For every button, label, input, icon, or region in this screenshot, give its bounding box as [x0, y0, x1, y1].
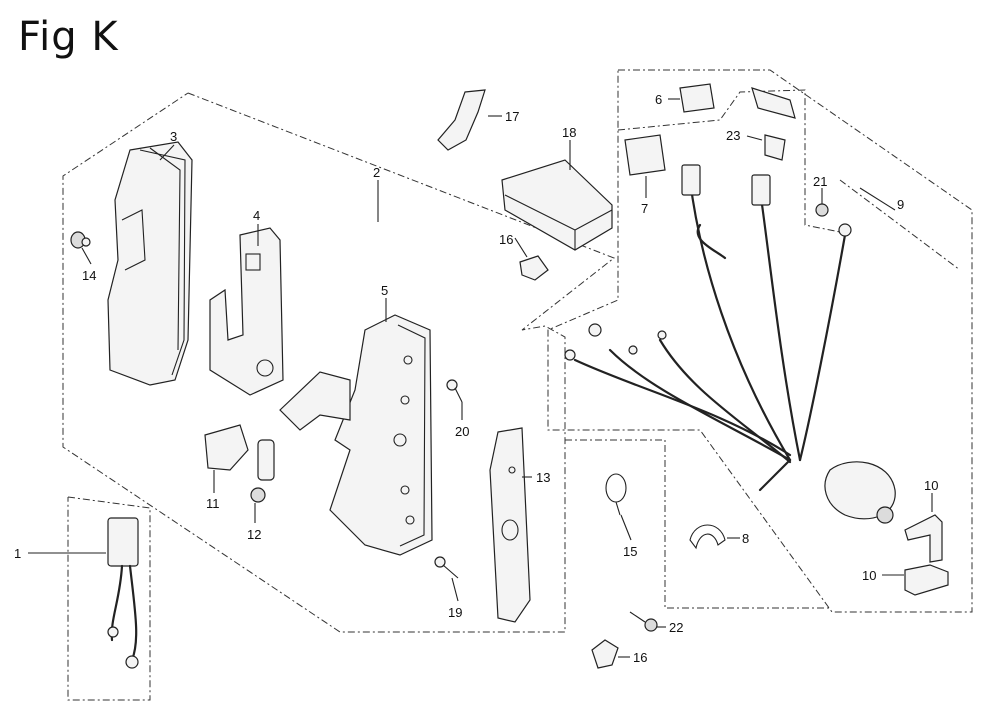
part-15-band — [605, 473, 627, 516]
part-6-relay — [679, 83, 715, 113]
part-21-nut — [815, 203, 829, 217]
callout-3: 3 — [170, 129, 177, 144]
callout-10a: 10 — [924, 478, 938, 493]
part-5-control-box — [279, 314, 433, 556]
part-10-keys — [904, 514, 949, 596]
part-12-connector — [250, 439, 275, 503]
part-19-screw — [434, 556, 459, 579]
part-16-clamp-lower — [591, 639, 619, 669]
outline-switch-group — [565, 439, 830, 609]
part-3-cover — [107, 141, 193, 386]
outline-relay-group — [617, 89, 841, 233]
outline-regulator-group — [67, 496, 151, 701]
part-9-wire-harness — [564, 164, 896, 524]
part-4-bracket — [209, 227, 284, 396]
part-7-fuse-holder — [624, 134, 666, 176]
outline-harness-group — [547, 69, 973, 613]
callout-15: 15 — [623, 544, 637, 559]
part-14-grommet — [70, 231, 91, 249]
callout-1: 1 — [14, 546, 21, 561]
callout-4: 4 — [253, 208, 260, 223]
part-18-module — [501, 159, 613, 251]
callout-16a: 16 — [499, 232, 513, 247]
group-outlines — [62, 69, 973, 701]
leader-lines — [28, 98, 933, 658]
callout-19: 19 — [448, 605, 462, 620]
part-22-bolt — [629, 611, 658, 632]
part-20-screw — [446, 379, 463, 403]
part-17-clip — [437, 89, 486, 151]
callout-6: 6 — [655, 92, 662, 107]
callout-5: 5 — [381, 283, 388, 298]
callout-9: 9 — [897, 197, 904, 212]
callout-22: 22 — [669, 620, 683, 635]
part-8-clamp — [689, 524, 726, 550]
callout-13: 13 — [536, 470, 550, 485]
callout-17: 17 — [505, 109, 519, 124]
callout-10b: 10 — [862, 568, 876, 583]
callout-2: 2 — [373, 165, 380, 180]
callout-18: 18 — [562, 125, 576, 140]
callout-12: 12 — [247, 527, 261, 542]
part-13-plate — [489, 427, 531, 623]
part-23-fuse-cover — [751, 87, 796, 161]
callout-14: 14 — [82, 268, 96, 283]
callout-7: 7 — [641, 201, 648, 216]
outline-fuse-group — [839, 179, 961, 271]
callout-23: 23 — [726, 128, 740, 143]
callout-20: 20 — [455, 424, 469, 439]
callout-8: 8 — [742, 531, 749, 546]
callout-21: 21 — [813, 174, 827, 189]
callout-11: 11 — [206, 496, 220, 511]
callout-16b: 16 — [633, 650, 647, 665]
callout-labels: 1 2 3 4 5 6 7 8 9 10 10 11 12 13 14 15 1… — [14, 92, 938, 665]
part-16-clamp-upper — [519, 255, 549, 281]
figure-title: Fig K — [18, 14, 119, 60]
part-1-regulator — [107, 517, 139, 669]
part-11-switch — [204, 424, 249, 471]
